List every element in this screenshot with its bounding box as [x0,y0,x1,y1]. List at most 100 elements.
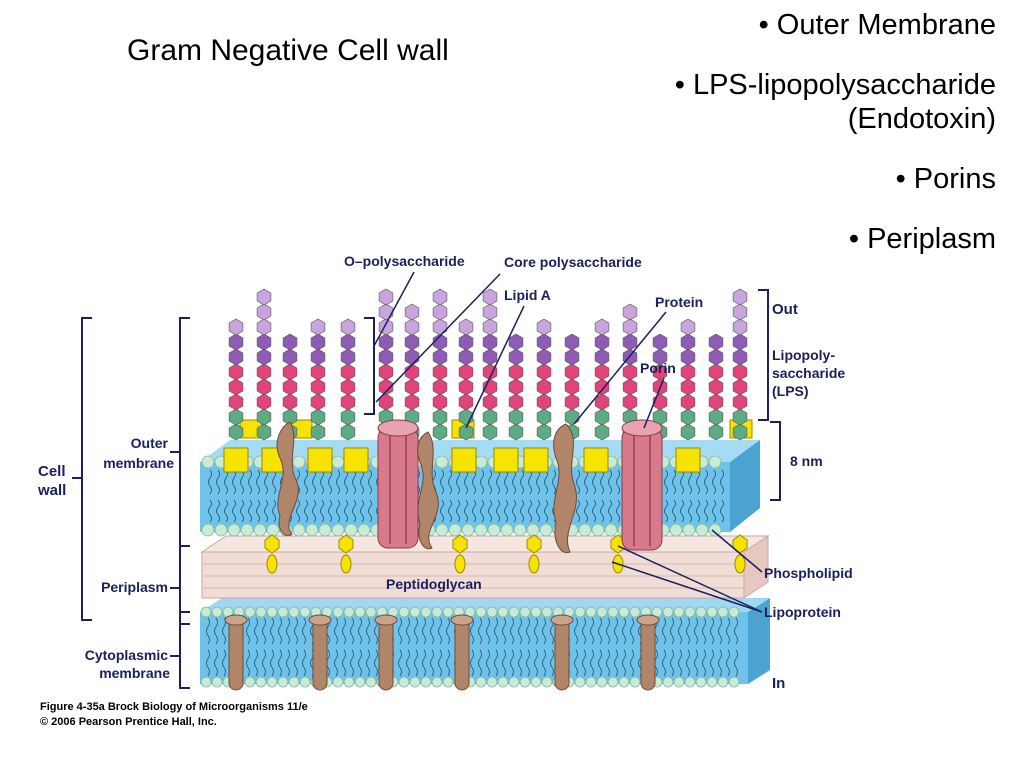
sugar-unit [256,348,272,366]
lipid-tail [480,499,484,523]
lipid-tail [278,649,282,677]
lipid-head [684,606,696,618]
sugar-unit [256,393,272,411]
lipid-tail [486,649,490,677]
lipoprotein-anchor [528,554,540,574]
lipid-head [431,676,443,688]
lipid-tail [552,469,556,495]
sugar-unit [536,363,552,381]
lipid-tail [512,469,516,495]
sugar-unit [652,363,668,381]
bullet-lps: • LPS-lipopolysaccharide (Endotoxin) [674,69,996,135]
lipid-tail [486,617,490,645]
sugar-unit [564,393,580,411]
sugar-unit [340,333,356,351]
lipid-tail [334,649,338,677]
lipid-head [519,676,531,688]
lipid-tail [406,649,410,677]
lipid-tail [518,617,522,645]
lipid-tail [270,649,274,677]
lipid-head [607,676,619,688]
lipid-tail [592,469,596,495]
lipoprotein-head [264,534,280,554]
lipid-tail [232,499,236,523]
lipid-tail [406,617,410,645]
label-porin: Porin [640,360,676,376]
sugar-unit [432,378,448,396]
sugar-unit [482,288,498,306]
sugar-unit [594,408,610,426]
lipid-tail [600,469,604,495]
lipid-tail [342,617,346,645]
lipid-tail [680,499,684,523]
membrane-proteins [276,421,577,554]
sugar-unit [594,333,610,351]
lipid-tail [678,649,682,677]
sugar-unit [482,363,498,381]
lipid-tail [312,499,316,523]
lipid-head [673,676,685,688]
sugar-unit [310,363,326,381]
lipid-tail [576,499,580,523]
lipid-tail [616,499,620,523]
lipid-tail [680,469,684,495]
lipid-head [343,606,355,618]
lipoprotein-anchor [734,554,746,574]
lipid-tail [584,469,588,495]
lipid-tail [368,469,372,495]
cytoplasmic-protein [640,617,656,691]
lipid-head [431,606,443,618]
lipid-tail [334,617,338,645]
cytoplasmic-lipid-heads-bottom [200,676,740,688]
lipid-tail [536,469,540,495]
label-lps-3: (LPS) [772,383,809,399]
sugar-unit [256,303,272,321]
lipid-a-block [307,447,333,473]
lipid-tail [296,499,300,523]
lipid-head [461,523,475,537]
lipid-head [435,523,449,537]
lipid-tail [534,617,538,645]
lipid-tail [478,649,482,677]
cytoplasmic-protein [454,617,470,691]
lipid-tail [440,469,444,495]
lipid-tail [606,617,610,645]
lipid-tail [518,649,522,677]
lipid-tail [510,617,514,645]
sugar-unit [680,423,696,441]
lipid-head [211,676,223,688]
lipid-tail [222,649,226,677]
sugar-unit [404,378,420,396]
lipid-head [475,676,487,688]
lipid-tail [598,617,602,645]
lipid-tail [286,649,290,677]
lipid-tail [216,499,220,523]
lipid-head [596,676,608,688]
lipid-tail [502,617,506,645]
lipid-tail [576,469,580,495]
lipid-tail [328,469,332,495]
lipid-head [288,606,300,618]
lipid-head [708,455,722,469]
lipid-tail [248,499,252,523]
sugar-unit [680,318,696,336]
periplasm-bracket [179,545,190,625]
lipid-tail [734,649,738,677]
lipid-head [728,606,740,618]
lipid-head [474,455,488,469]
lipid-tail [528,499,532,523]
lipid-tail [350,649,354,677]
lipid-tail [694,617,698,645]
sugar-unit [228,318,244,336]
lipid-head [695,523,709,537]
lipid-tail [616,469,620,495]
sugar-unit [708,423,724,441]
lipid-tail [216,469,220,495]
lipid-tail [328,499,332,523]
sugar-unit [680,408,696,426]
lipid-tail [294,649,298,677]
lipid-tail [344,469,348,495]
lipid-tail [696,469,700,495]
sugar-unit [458,393,474,411]
